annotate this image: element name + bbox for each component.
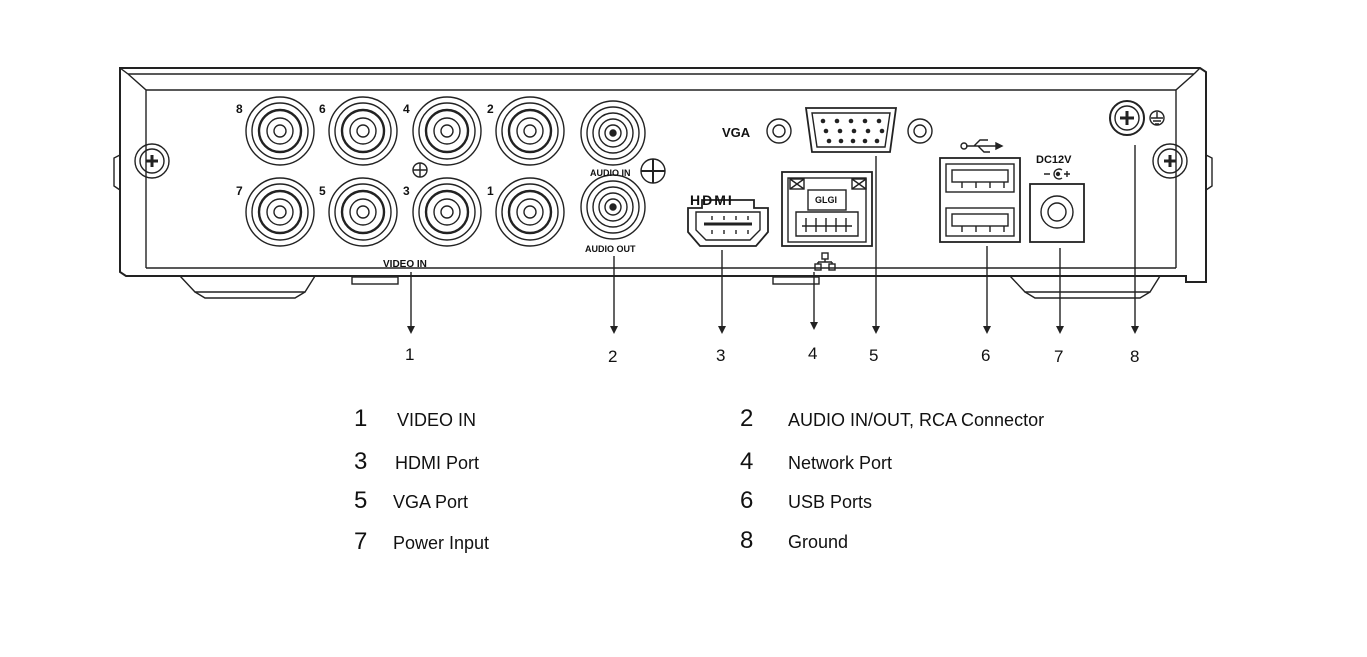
legend-text: Ground bbox=[788, 532, 849, 552]
power-input-jack bbox=[1029, 183, 1085, 243]
vga-port bbox=[766, 107, 933, 153]
screw-icon bbox=[134, 143, 170, 179]
video-in-connectors bbox=[245, 96, 565, 247]
legend-item: 4 Network Port bbox=[740, 448, 892, 476]
bnc-connector bbox=[328, 177, 398, 247]
legend-item: 5 VGA Port bbox=[354, 487, 468, 515]
channel-number: 3 bbox=[403, 184, 410, 198]
vga-label: VGA bbox=[722, 125, 751, 140]
bnc-connector bbox=[495, 177, 565, 247]
vga-pin bbox=[820, 118, 826, 124]
glgi-label: GLGI bbox=[815, 195, 837, 205]
legend-text: Network Port bbox=[788, 453, 893, 473]
legend-item: 1 VIDEO IN bbox=[354, 405, 476, 433]
callout-number: 7 bbox=[1054, 347, 1063, 366]
legend-text: VIDEO IN bbox=[397, 410, 477, 430]
dc12v-label: DC12V bbox=[1036, 154, 1072, 166]
vga-pin bbox=[823, 128, 829, 134]
hdmi-port bbox=[687, 199, 769, 247]
callout-number: 2 bbox=[608, 347, 617, 366]
callout-arrowheads bbox=[407, 322, 1139, 334]
usb-icon bbox=[960, 139, 1004, 153]
legend-text: Power Input bbox=[393, 533, 490, 553]
callout-number: 6 bbox=[981, 346, 990, 365]
vga-pin bbox=[838, 138, 844, 144]
legend-number: 6 bbox=[740, 487, 754, 514]
bnc-connector bbox=[495, 96, 565, 166]
vga-pin bbox=[876, 118, 882, 124]
vga-pin bbox=[834, 118, 840, 124]
network-icon bbox=[814, 252, 836, 271]
usb-ports bbox=[939, 157, 1021, 243]
vga-pin bbox=[879, 128, 885, 134]
legend-item: 2 AUDIO IN/OUT, RCA Connector bbox=[740, 405, 1044, 433]
video-in-label: VIDEO IN bbox=[383, 259, 427, 270]
ground-symbol-icon bbox=[640, 158, 666, 184]
bnc-connector bbox=[328, 96, 398, 166]
callout-number: 3 bbox=[716, 346, 725, 365]
legend-number: 1 bbox=[354, 405, 368, 432]
audio-out-connector bbox=[580, 174, 646, 240]
vga-pin bbox=[874, 138, 880, 144]
callout-number: 8 bbox=[1130, 347, 1139, 366]
bnc-connector bbox=[412, 96, 482, 166]
legend-number: 3 bbox=[354, 448, 368, 475]
legend-text: HDMI Port bbox=[395, 453, 480, 473]
channel-number: 8 bbox=[236, 102, 243, 116]
ground-icon bbox=[1149, 110, 1165, 126]
ground-symbol-icon bbox=[412, 162, 428, 178]
legend-text: USB Ports bbox=[788, 492, 873, 512]
vga-pin bbox=[862, 138, 868, 144]
bnc-connector bbox=[245, 96, 315, 166]
vga-pin bbox=[848, 118, 854, 124]
channel-number: 4 bbox=[403, 102, 410, 116]
legend-number: 7 bbox=[354, 528, 368, 555]
legend-item: 7 Power Input bbox=[354, 528, 489, 556]
bnc-connector bbox=[412, 177, 482, 247]
network-port bbox=[781, 171, 873, 247]
callout-number: 1 bbox=[405, 345, 414, 364]
vga-pin bbox=[850, 138, 856, 144]
legend-item: 6 USB Ports bbox=[740, 487, 872, 515]
bnc-connector bbox=[245, 177, 315, 247]
channel-number: 1 bbox=[487, 184, 494, 198]
vga-pins bbox=[820, 118, 885, 144]
channel-number: 5 bbox=[319, 184, 326, 198]
legend-number: 2 bbox=[740, 405, 754, 432]
chassis bbox=[113, 67, 1213, 299]
legend-text: VGA Port bbox=[393, 492, 469, 512]
callout-leaders bbox=[410, 145, 1136, 328]
dc-polarity-icon bbox=[1044, 168, 1070, 180]
channel-number: 7 bbox=[236, 184, 243, 198]
callout-number: 5 bbox=[869, 346, 878, 365]
channel-number: 6 bbox=[319, 102, 326, 116]
legend-item: 8 Ground bbox=[740, 527, 848, 555]
screw-icon bbox=[1152, 143, 1188, 179]
ground-screw bbox=[1109, 100, 1145, 136]
vga-pin bbox=[837, 128, 843, 134]
audio-in-label: AUDIO IN bbox=[590, 168, 631, 178]
legend-number: 4 bbox=[740, 448, 754, 475]
legend-text: AUDIO IN/OUT, RCA Connector bbox=[788, 410, 1045, 430]
vga-pin bbox=[826, 138, 832, 144]
vga-pin bbox=[865, 128, 871, 134]
channel-number: 2 bbox=[487, 102, 494, 116]
vga-pin bbox=[862, 118, 868, 124]
audio-in-connector bbox=[580, 100, 646, 166]
legend-item: 3 HDMI Port bbox=[354, 448, 479, 476]
legend-number: 8 bbox=[740, 527, 754, 554]
callout-number: 4 bbox=[808, 344, 817, 363]
hdmi-label: HDMI bbox=[690, 192, 734, 208]
legend-number: 5 bbox=[354, 487, 368, 514]
audio-out-label: AUDIO OUT bbox=[585, 244, 636, 254]
vga-pin bbox=[851, 128, 857, 134]
